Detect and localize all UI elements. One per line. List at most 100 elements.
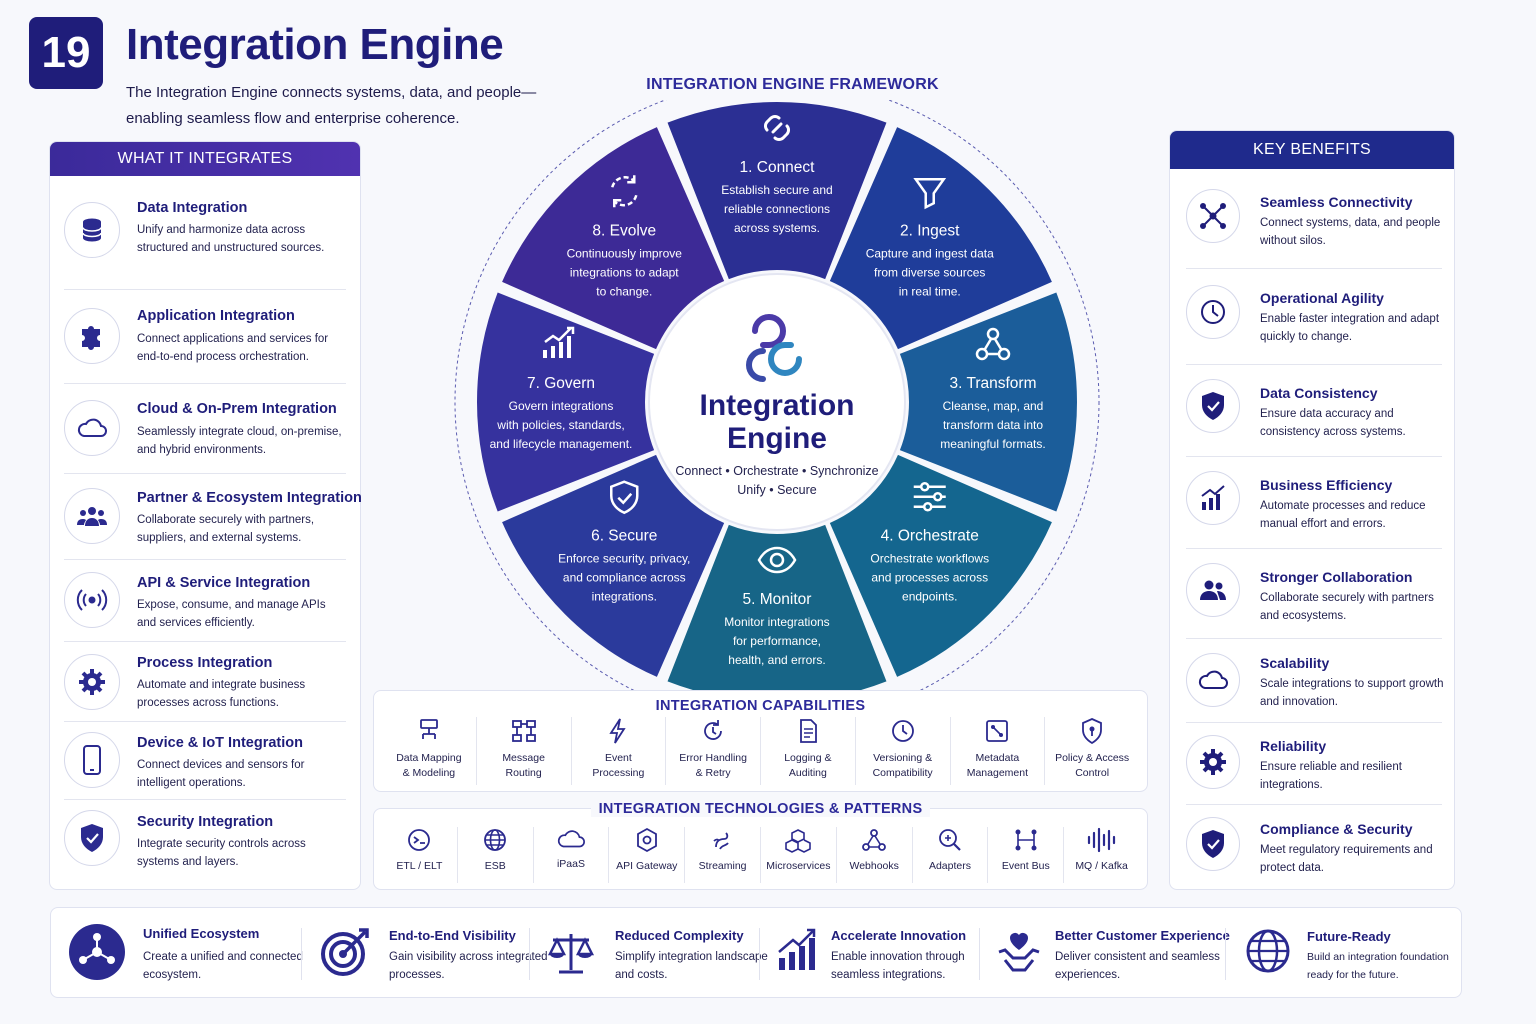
- segment-shape: [667, 102, 887, 280]
- integration-capabilities-panel: INTEGRATION CAPABILITIES Data Mapping& M…: [373, 690, 1148, 792]
- list-item: Compliance & Security Meet regulatory re…: [1186, 805, 1442, 887]
- segment-title: 3. Transform: [950, 375, 1037, 392]
- list-item: Partner & Ecosystem Integration Collabor…: [64, 474, 362, 560]
- segment-title: 4. Orchestrate: [881, 528, 979, 545]
- phone-icon: [64, 732, 120, 788]
- segment-title: 5. Monitor: [743, 591, 812, 608]
- list-item: Data Integration Unify and harmonize dat…: [64, 188, 346, 290]
- cloud-icon: [557, 830, 585, 848]
- cloud-icon: [1186, 653, 1240, 707]
- technologies-title: INTEGRATION TECHNOLOGIES & PATTERNS: [374, 801, 1147, 817]
- clock-icon: [1186, 285, 1240, 339]
- segment-desc-line: Orchestrate workflows: [870, 552, 989, 566]
- technology-item: Event Bus: [988, 827, 1065, 883]
- technology-item: Webhooks: [837, 827, 913, 883]
- list-item: Cloud & On-Prem Integration Seamlessly i…: [64, 384, 346, 474]
- retry-icon: [704, 720, 723, 740]
- list-item: Business Efficiency Automate processes a…: [1186, 457, 1442, 549]
- integration-engine-logo-icon: [746, 314, 802, 382]
- key-benefits-panel: KEY BENEFITS Seamless Connectivity Conne…: [1169, 130, 1455, 890]
- capability-item: Error Handling& Retry: [666, 717, 761, 785]
- center-subtitle-1: Connect • Orchestrate • Synchronize: [675, 464, 878, 478]
- segment-desc-line: reliable connections: [724, 202, 830, 216]
- segment-title: 8. Evolve: [592, 222, 656, 239]
- list-item: Reliability Ensure reliable and resilien…: [1186, 723, 1442, 805]
- center-subtitle-2: Unify • Secure: [737, 483, 816, 497]
- cloud-icon: [64, 400, 120, 456]
- broadcast-icon: [64, 572, 120, 628]
- key-benefits-header: KEY BENEFITS: [1170, 131, 1454, 169]
- scale-icon: [547, 934, 595, 974]
- segment-shape: [829, 127, 1052, 350]
- cubes-icon: [785, 829, 812, 853]
- technology-item: Streaming: [685, 827, 761, 883]
- segment-desc-line: with policies, standards,: [496, 418, 624, 432]
- list-item: API & Service Integration Expose, consum…: [64, 560, 346, 642]
- shield-icon: [64, 810, 120, 866]
- segment-shape: [477, 292, 655, 512]
- segment-desc-line: for performance,: [733, 634, 821, 648]
- segment-desc-line: and processes across: [871, 571, 988, 585]
- segment-desc-line: Cleanse, map, and: [943, 399, 1044, 413]
- technology-item: Adapters: [913, 827, 989, 883]
- etl-icon: [408, 829, 431, 851]
- people-icon: [64, 488, 120, 544]
- what-it-integrates-header: WHAT IT INTEGRATES: [50, 142, 360, 176]
- bottom-item: Reduced Complexity Simplify integration …: [547, 908, 768, 999]
- bar-chart-icon: [1186, 471, 1240, 525]
- technology-item: ETL / ELT: [382, 827, 458, 883]
- bottom-item: Accelerate Innovation Enable innovation …: [777, 908, 997, 999]
- segment-desc-line: and compliance across: [563, 571, 686, 585]
- target-icon: [321, 928, 369, 976]
- framework-title: INTEGRATION ENGINE FRAMEWORK: [646, 76, 939, 93]
- list-item: Scalability Scale integrations to suppor…: [1186, 639, 1443, 723]
- wave-icon: [1087, 827, 1115, 853]
- segment-shape: [502, 454, 725, 677]
- refresh-icon: [611, 175, 638, 208]
- gear-icon: [1186, 735, 1240, 789]
- center-title-1: Integration: [700, 389, 855, 422]
- network-icon: [1186, 189, 1240, 243]
- segment-desc-line: meaningful formats.: [940, 437, 1045, 451]
- routing-icon: [511, 720, 536, 742]
- page-title: Integration Engine: [126, 20, 504, 69]
- segment-desc-line: from diverse sources: [874, 265, 985, 279]
- bottom-item: Better Customer Experience Deliver consi…: [997, 908, 1230, 999]
- list-item: Security Integration Integrate security …: [64, 800, 346, 886]
- capabilities-title: INTEGRATION CAPABILITIES: [655, 698, 866, 714]
- segment-desc-line: Continuously improve: [567, 246, 683, 260]
- center-title-2: Engine: [727, 422, 827, 455]
- adapter-icon: [939, 829, 961, 851]
- capability-item: Logging &Auditing: [761, 717, 856, 785]
- segment-desc-line: across systems.: [734, 221, 820, 235]
- list-item: Application Integration Connect applicat…: [64, 290, 346, 384]
- lock-shield-icon: [1082, 718, 1103, 745]
- list-item: Data Consistency Ensure data accuracy an…: [1186, 365, 1442, 457]
- segment-title: 6. Secure: [591, 528, 657, 545]
- technology-item: Microservices: [761, 827, 837, 883]
- gear-icon: [64, 654, 120, 710]
- technology-item: API Gateway: [609, 827, 686, 883]
- center-hub: [648, 273, 906, 531]
- list-item: Stronger Collaboration Collaborate secur…: [1186, 549, 1442, 639]
- list-item: Process Integration Automate and integra…: [64, 642, 346, 722]
- metadata-icon: [986, 720, 1009, 742]
- capability-item: Data Mapping& Modeling: [382, 717, 477, 785]
- technology-item: iPaaS: [534, 827, 610, 883]
- page-subtitle: The Integration Engine connects systems,…: [126, 84, 537, 127]
- funnel-icon: [913, 178, 947, 210]
- mapping-icon: [419, 719, 438, 739]
- technology-item: MQ / Kafka: [1064, 827, 1139, 883]
- bottom-item: Unified Ecosystem Create a unified and c…: [69, 908, 309, 999]
- globe-icon: [484, 829, 507, 851]
- segment-desc-line: and lifecycle management.: [490, 437, 633, 451]
- wheel-dashed-ring: [454, 100, 1100, 700]
